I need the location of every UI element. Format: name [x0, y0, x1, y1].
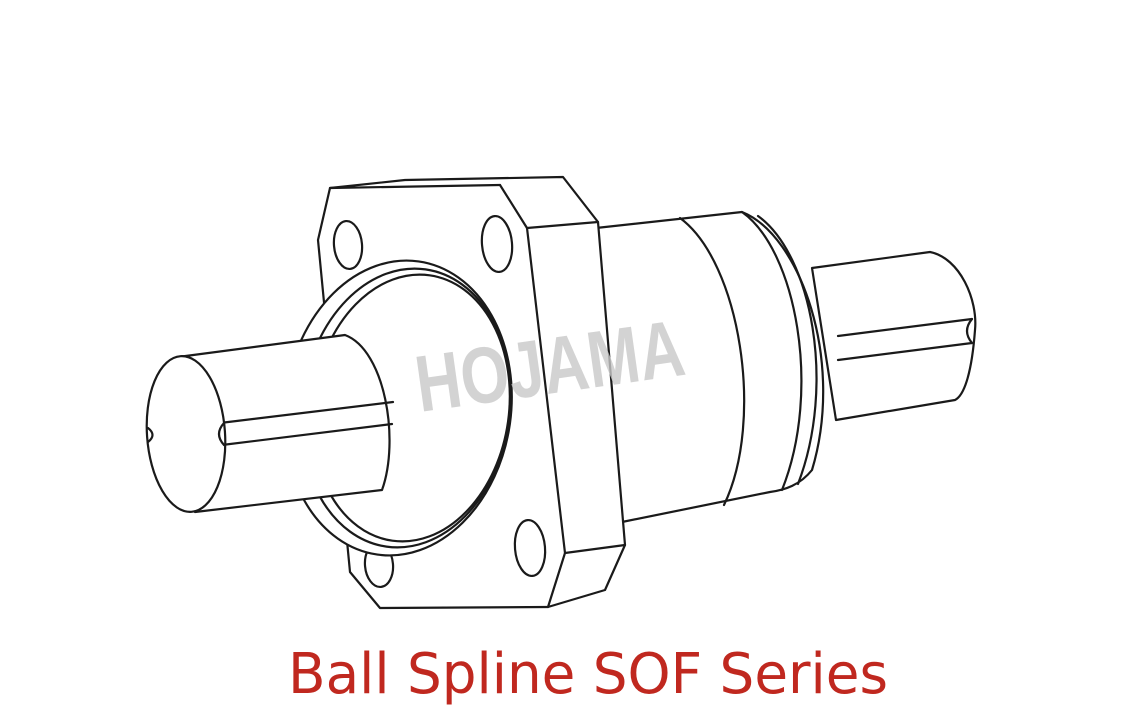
left-shaft-end-face — [145, 355, 227, 513]
flange-bottom-chamfer — [546, 543, 627, 609]
left-shaft-keyway-end — [217, 421, 226, 447]
left-shaft-notch — [146, 426, 154, 444]
right-shaft-body — [810, 250, 977, 422]
nut-body — [594, 210, 825, 524]
right-shaft-keyway-lower — [836, 341, 974, 362]
nut-body-groove-arc-1 — [740, 210, 803, 492]
right-shaft-keyway-upper — [836, 317, 974, 338]
flange-hole-bottom-right — [513, 518, 547, 578]
nut-body-edge-arc — [678, 216, 746, 507]
left-shaft-keyway-upper — [218, 400, 395, 425]
product-caption: Ball Spline SOF Series — [288, 642, 888, 707]
right-shaft-notch — [965, 317, 974, 345]
flange-hole-top-left — [332, 219, 364, 271]
nut-body-groove-arc-2 — [756, 214, 818, 486]
flange-front-top-edge — [328, 183, 502, 190]
flange-hole-top-right — [480, 214, 514, 274]
flange-front-right-edge — [525, 226, 567, 555]
left-shaft-keyway-lower — [220, 422, 394, 447]
nut-body-outline — [594, 210, 825, 524]
right-shaft — [810, 250, 977, 422]
left-shaft-body — [176, 333, 391, 514]
left-shaft — [145, 333, 395, 514]
